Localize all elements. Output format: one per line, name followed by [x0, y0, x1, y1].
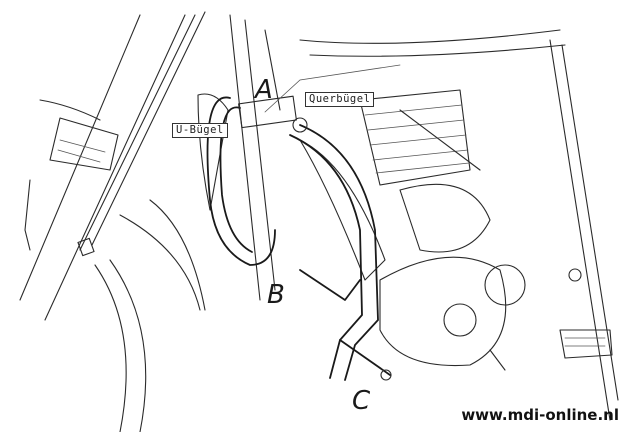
front-wheel	[94, 199, 206, 432]
u-bar-label: U-Bügel	[172, 123, 228, 138]
radiator-guard	[197, 93, 386, 281]
cross-bar-label: Querbügel	[305, 92, 375, 107]
watermark-url: www.mdi-online.nl	[461, 406, 619, 424]
callout-b: B	[267, 280, 285, 310]
front-fork	[19, 11, 206, 321]
crash-bar	[206, 95, 392, 381]
callout-c: C	[352, 386, 371, 416]
radiator	[359, 89, 481, 186]
engine	[379, 183, 613, 371]
callout-a: A	[255, 75, 273, 105]
frame	[229, 14, 619, 421]
